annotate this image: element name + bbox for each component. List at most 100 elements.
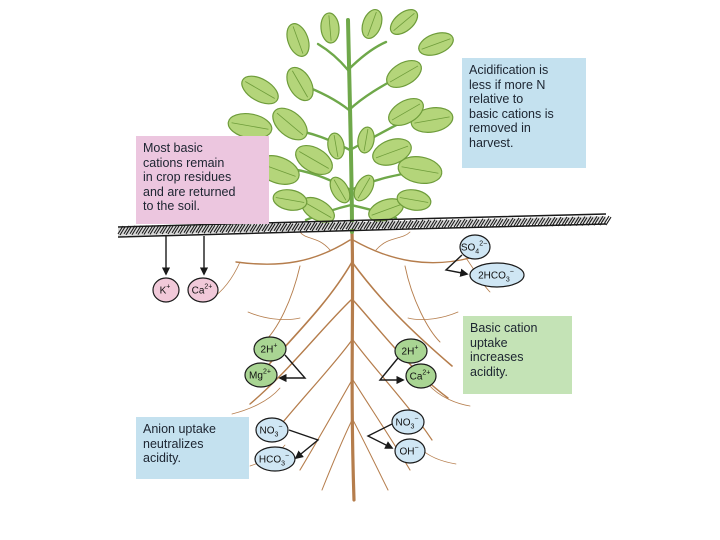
residue-hatch xyxy=(387,220,396,230)
root-branch xyxy=(321,419,353,491)
ion-label: NO3− xyxy=(260,424,283,439)
leaf-vein xyxy=(363,129,369,151)
residue-hatch xyxy=(405,219,414,230)
leaf-vein xyxy=(375,145,409,159)
root-branch xyxy=(350,230,356,502)
ion-base: Ca xyxy=(192,286,205,297)
residue-hatch xyxy=(219,223,228,234)
ion-superscript: − xyxy=(278,424,282,431)
ion-superscript: − xyxy=(414,416,418,423)
residue-hatch xyxy=(261,222,270,233)
ion-bubble-hco3-left: HCO3− xyxy=(254,446,296,472)
residue-hatch xyxy=(447,218,456,229)
root-branch xyxy=(249,299,352,405)
ion-subscript: 3 xyxy=(411,424,415,431)
residue-hatch xyxy=(183,224,192,234)
ion-base: 2HCO xyxy=(478,271,506,282)
note-basic-cation-uptake: Basic cation uptake increases acidity. xyxy=(463,316,572,394)
residue-hatch xyxy=(315,221,324,232)
ion-bubble-outline xyxy=(152,277,180,303)
root-branch xyxy=(247,311,301,320)
root-branch xyxy=(407,311,459,320)
ion-label: OH− xyxy=(399,445,418,458)
ion-label: Ca2+ xyxy=(410,370,431,383)
root-branch xyxy=(427,383,471,407)
ion-bubble-outline xyxy=(469,262,525,288)
residue-hatch xyxy=(393,220,402,230)
residue-hatch xyxy=(255,222,264,233)
ion-bubble-outline xyxy=(459,234,491,260)
ion-bubble-outline xyxy=(253,336,287,362)
ion-label: 2H+ xyxy=(402,345,419,358)
ion-bubble-outline xyxy=(391,409,425,435)
root-branch xyxy=(352,239,471,264)
ion-base: SO xyxy=(461,243,476,254)
ion-superscript: 2+ xyxy=(263,369,271,376)
ion-superscript: 2− xyxy=(479,241,487,248)
residue-hatch xyxy=(363,220,372,231)
ion-superscript: + xyxy=(166,284,170,291)
residue-hatch xyxy=(225,223,234,234)
residue-hatch xyxy=(321,221,330,232)
residue-hatch xyxy=(243,223,252,233)
plant-shoot xyxy=(227,8,454,234)
root-branch xyxy=(351,261,453,367)
ion-superscript: + xyxy=(273,343,277,350)
ion-superscript: + xyxy=(414,345,418,352)
root-branch xyxy=(352,419,389,491)
residue-hatch xyxy=(333,221,342,231)
residue-hatch xyxy=(495,217,504,228)
residue-hatch xyxy=(309,221,318,232)
ion-label: Ca2+ xyxy=(192,284,213,297)
arrow-no3-oh-right xyxy=(366,423,394,449)
residue-hatch xyxy=(441,219,450,229)
ion-label: NO3− xyxy=(396,416,419,431)
leaf-vein xyxy=(371,204,401,216)
residue-hatch xyxy=(303,221,312,232)
ion-base: NO xyxy=(260,426,275,437)
arrow-no3-hco3-left xyxy=(288,429,320,460)
leaf-vein xyxy=(401,166,439,174)
residue-hatch xyxy=(213,223,222,234)
branch-stem xyxy=(346,40,388,72)
leaf-vein xyxy=(292,70,308,98)
residue-hatch xyxy=(375,220,384,231)
ion-base: HCO xyxy=(259,455,281,466)
ion-base: K xyxy=(160,286,167,297)
ion-bubble-outline xyxy=(187,277,219,303)
leaf-vein xyxy=(421,38,451,50)
ion-bubble-hco3-top: 2HCO3− xyxy=(469,262,525,288)
ion-base: OH xyxy=(399,447,414,458)
residue-hatch xyxy=(207,223,216,234)
ion-base: NO xyxy=(396,418,411,429)
residue-hatch xyxy=(603,215,612,226)
residue-hatch xyxy=(201,223,210,234)
residue-hatch xyxy=(291,222,300,232)
ion-subscript: 3 xyxy=(281,461,285,468)
residue-hatch xyxy=(411,219,420,230)
residue-hatch xyxy=(477,218,486,228)
ion-bubble-oh: OH− xyxy=(394,438,426,464)
leaf-vein xyxy=(389,65,419,83)
ion-bubble-h-right: 2H+ xyxy=(394,338,428,364)
ion-bubble-outline xyxy=(405,363,437,389)
ion-superscript: 2+ xyxy=(204,284,212,291)
residue-hatch xyxy=(297,222,306,232)
root-branch xyxy=(299,231,331,251)
leaf-vein xyxy=(367,11,377,37)
ion-base: 2H xyxy=(402,347,415,358)
ion-bubble-ca-soil: Ca2+ xyxy=(187,277,219,303)
soil-surface xyxy=(117,213,612,238)
leaf-vein xyxy=(245,81,275,99)
residue-hatch xyxy=(435,219,444,229)
residue-hatch xyxy=(345,221,354,231)
residue-hatch xyxy=(399,219,408,230)
ion-base: Ca xyxy=(410,372,423,383)
residue-hatch xyxy=(465,218,474,229)
ion-base: 2H xyxy=(261,345,274,356)
residue-hatch xyxy=(453,218,462,229)
soil-line-upper xyxy=(117,213,607,228)
root-branch xyxy=(261,265,301,345)
root-branch xyxy=(375,231,411,251)
residue-hatch xyxy=(471,218,480,229)
